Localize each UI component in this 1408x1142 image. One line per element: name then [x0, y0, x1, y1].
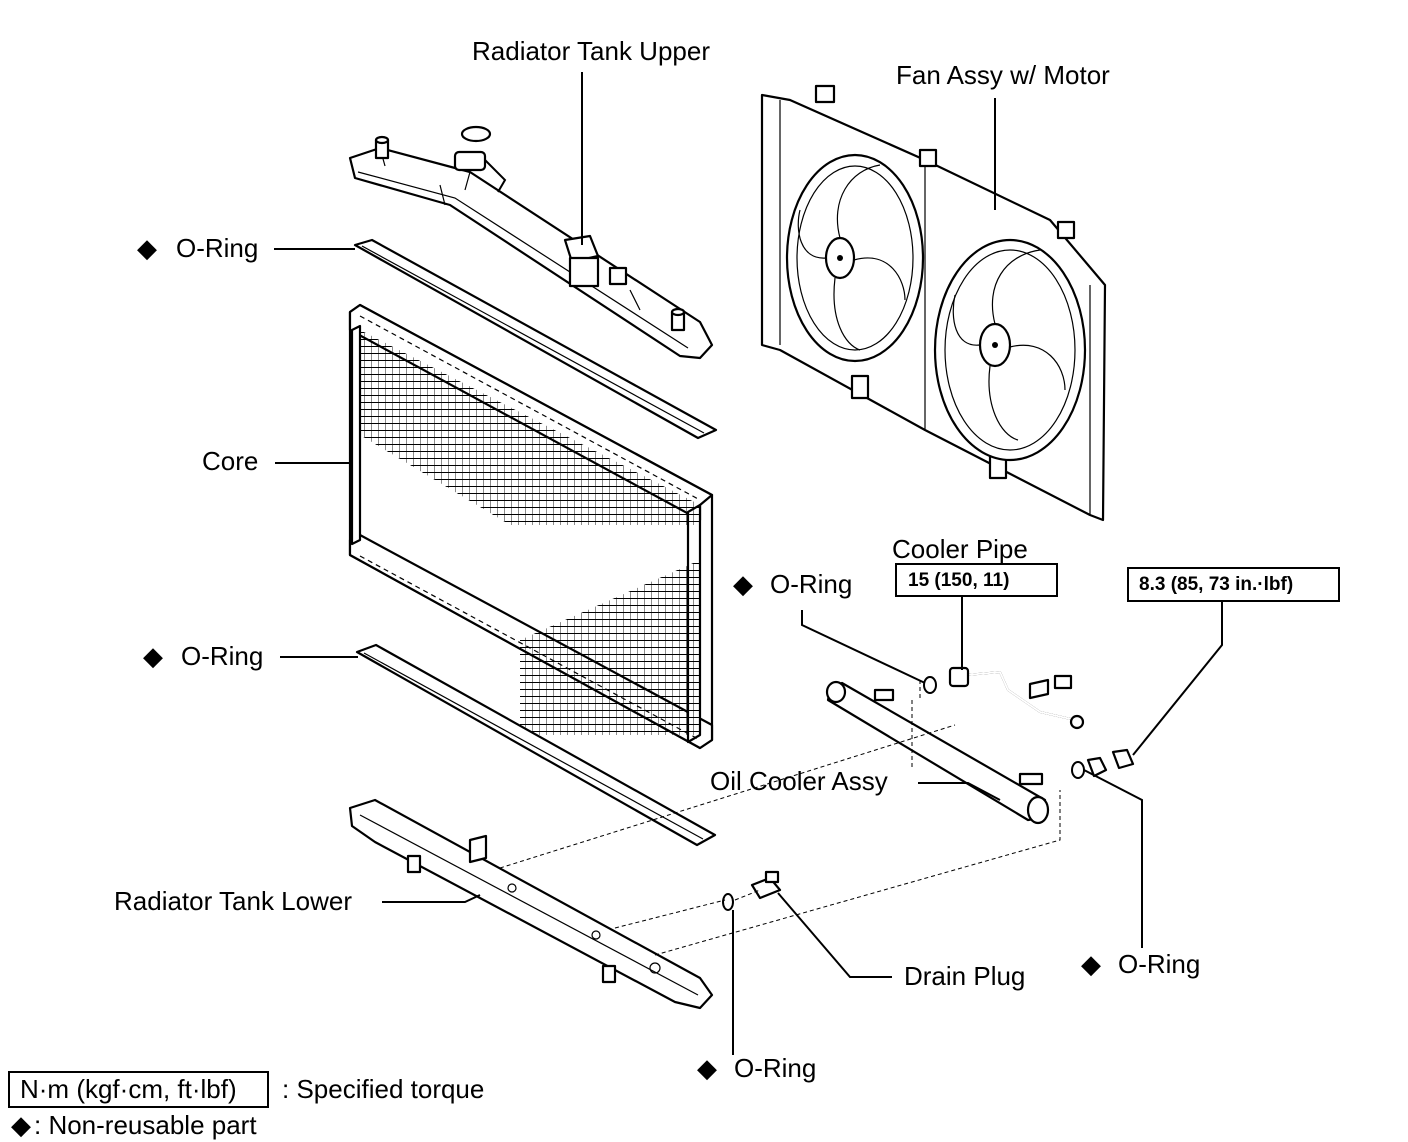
torque-nut: 8.3 (85, 73 in.·lbf) — [1139, 574, 1293, 595]
label-o-ring-upper: O-Ring — [176, 233, 258, 263]
legend-torque-desc: : Specified torque — [282, 1074, 484, 1104]
torque-cooler-pipe: 15 (150, 11) — [908, 570, 1009, 591]
o-ring-right-part — [1071, 761, 1085, 779]
non-reusable-mark: ◆ — [1081, 949, 1101, 979]
torque-box-cooler-pipe — [895, 563, 1058, 597]
o-ring-upper-gasket — [353, 238, 718, 440]
o-ring-lower-gasket — [355, 643, 717, 847]
o-ring-bottom-part — [722, 893, 734, 911]
nut — [1111, 748, 1135, 770]
non-reusable-mark: ◆ — [697, 1053, 717, 1083]
torque-box-nut — [1127, 567, 1340, 602]
legend: N·m (kgf·cm, ft·lbf) : Specified torque … — [8, 1071, 484, 1140]
oil-cooler-assy — [825, 680, 1050, 825]
legend-torque-units: N·m (kgf·cm, ft·lbf) — [20, 1074, 237, 1104]
radiator-tank-lower — [348, 798, 714, 1010]
label-o-ring-cooler: O-Ring — [770, 569, 852, 599]
radiator-tank-upper — [348, 125, 714, 360]
fan-assy-with-motor — [760, 84, 1107, 522]
label-core: Core — [202, 446, 258, 476]
drain-plug — [750, 870, 782, 900]
label-radiator-tank-upper: Radiator Tank Upper — [472, 36, 710, 66]
non-reusable-mark: ◆ — [733, 569, 753, 599]
non-reusable-mark: ◆ — [143, 641, 163, 671]
legend-non-reusable: : Non-reusable part — [34, 1110, 257, 1140]
label-o-ring-right: O-Ring — [1118, 949, 1200, 979]
label-radiator-tank-lower: Radiator Tank Lower — [114, 886, 352, 916]
label-o-ring-bottom: O-Ring — [734, 1053, 816, 1083]
non-reusable-mark: ◆ — [137, 233, 157, 263]
cooler-pipe — [948, 666, 1085, 730]
label-fan-assy: Fan Assy w/ Motor — [896, 60, 1110, 90]
label-oil-cooler-assy: Oil Cooler Assy — [710, 766, 888, 796]
label-o-ring-lower: O-Ring — [181, 641, 263, 671]
washer — [1086, 756, 1108, 778]
o-ring-cooler-part — [923, 676, 937, 694]
label-drain-plug: Drain Plug — [904, 961, 1025, 991]
radiator-core — [348, 303, 714, 750]
legend-torque-box — [8, 1071, 269, 1108]
label-cooler-pipe: Cooler Pipe — [892, 534, 1028, 564]
legend-diamond: ◆ — [11, 1110, 31, 1140]
